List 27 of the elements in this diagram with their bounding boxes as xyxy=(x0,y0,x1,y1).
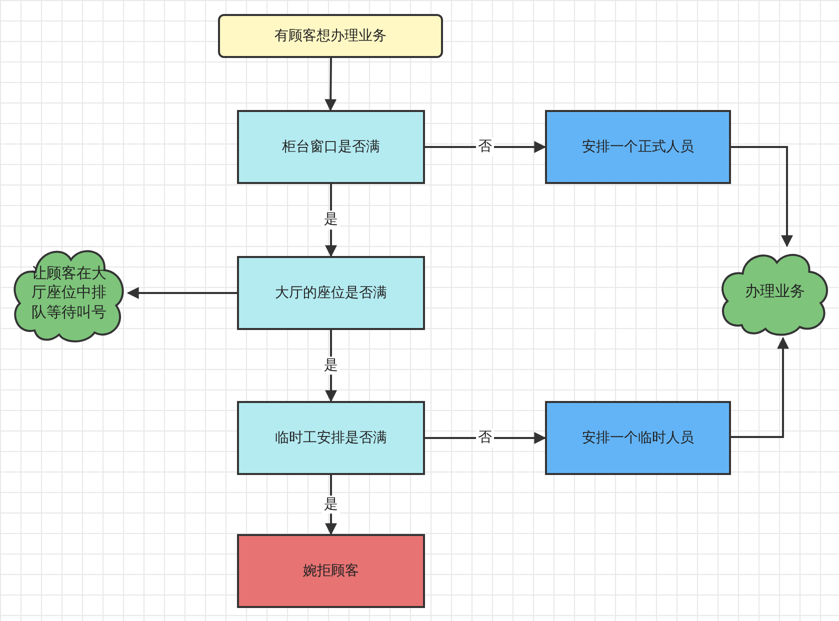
arrow xyxy=(731,146,793,248)
edge-label: 是 xyxy=(322,210,340,230)
process-box xyxy=(545,401,731,475)
start-box xyxy=(218,14,443,58)
node-label: 安排一个正式人员 xyxy=(581,138,695,156)
process-box xyxy=(545,110,731,184)
node-label: 大厅的座位是否满 xyxy=(274,284,388,302)
node-label: 让顾客在大厅座位中排队等待叫号 xyxy=(30,264,108,322)
node-label: 柜台窗口是否满 xyxy=(281,138,381,156)
edge-label: 是 xyxy=(322,356,340,375)
decision-box xyxy=(237,110,425,184)
node-label: 婉拒顾客 xyxy=(302,562,360,580)
end-box xyxy=(237,534,425,608)
edge-label: 否 xyxy=(476,138,494,156)
node-label: 安排一个临时人员 xyxy=(581,428,695,448)
decision-box xyxy=(237,256,425,330)
arrow xyxy=(126,287,237,299)
arrow xyxy=(425,141,546,153)
node-label: 有顾客想办理业务 xyxy=(274,26,388,46)
arrow xyxy=(731,336,789,438)
edge-label: 否 xyxy=(476,428,494,448)
decision-box xyxy=(237,401,425,475)
arrow xyxy=(425,432,546,444)
arrow xyxy=(324,58,337,112)
edge-label: 是 xyxy=(322,495,340,514)
node-label: 临时工安排是否满 xyxy=(274,428,388,448)
node-label: 办理业务 xyxy=(744,282,806,302)
